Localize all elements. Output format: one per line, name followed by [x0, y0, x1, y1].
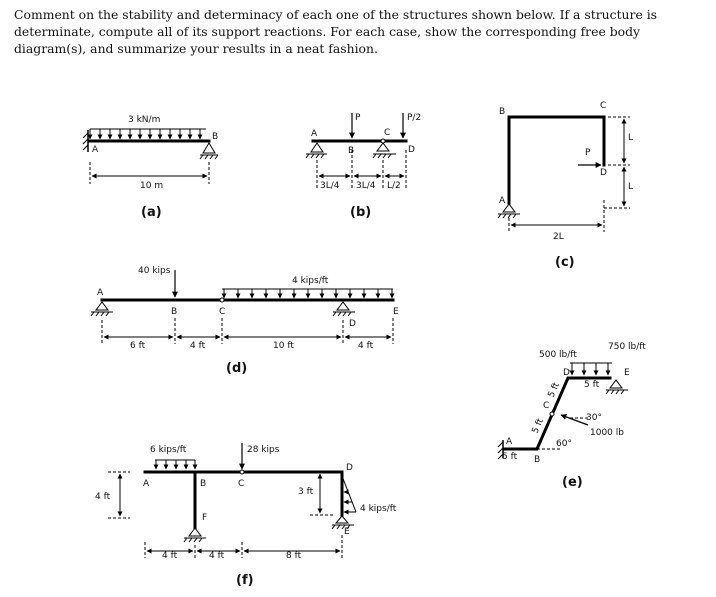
fig-d-node-C: C [219, 307, 225, 317]
fig-a-load-label: 3 kN/m [128, 115, 160, 125]
fig-b-dim2: 3L/4 [356, 181, 376, 191]
fig-b-pin-support-A [305, 142, 327, 159]
fig-d-distributed-load [221, 289, 395, 299]
fig-e-force-1000lb [560, 414, 589, 426]
fig-e-hinge-C [549, 411, 555, 417]
fig-d-dim4: 4 ft [358, 341, 374, 351]
fig-b-dim1: 3L/4 [320, 181, 340, 191]
figure-c: B C D A P 2L L L (c) [497, 101, 633, 270]
fig-f-side-load [341, 475, 357, 515]
problem-statement: Comment on the stability and determinacy… [14, 7, 658, 56]
fig-c-node-C: C [600, 101, 606, 111]
fig-e-dim-de: 5 ft [584, 380, 600, 390]
fig-c-node-A: A [499, 196, 506, 206]
fig-f-pin-support-F [183, 527, 206, 543]
fig-b-roller-support [372, 142, 396, 159]
fig-a-fixed-support-A [82, 130, 89, 152]
fig-f-side-load-label: 4 kips/ft [360, 504, 397, 514]
fig-c-load-P-label: P [585, 148, 591, 158]
fig-f-node-B: B [200, 479, 206, 489]
fig-e-roller-support-E [605, 379, 628, 395]
fig-b-node-C: C [384, 128, 390, 138]
fig-f-dim-v2: 3 ft [298, 487, 314, 497]
fig-b-caption: (b) [350, 205, 371, 220]
fig-d-pin-support-A [90, 301, 113, 317]
fig-e-node-A: A [506, 437, 513, 447]
fig-f-distributed-load [153, 460, 198, 470]
fig-d-node-B: B [171, 307, 177, 317]
fig-e-node-C: C [543, 401, 549, 411]
fig-e-node-B: B [534, 455, 540, 465]
fig-a-node-A: A [92, 145, 99, 155]
fig-b-node-A: A [311, 129, 318, 139]
fig-c-frame [507, 115, 606, 205]
fig-c-node-B: B [499, 107, 505, 117]
fig-e-load-left-label: 500 lb/ft [539, 350, 577, 360]
fig-e-distributed-load [569, 362, 612, 376]
fig-f-dist-load-label: 6 kips/ft [150, 445, 187, 455]
fig-a-node-B: B [212, 132, 218, 142]
fig-d-node-A: A [97, 288, 104, 298]
fig-f-dim3: 8 ft [286, 551, 302, 561]
fig-c-dim-h: 2L [553, 232, 564, 242]
fig-f-dim2: 4 ft [209, 551, 225, 561]
fig-b-load-P2-label: P/2 [407, 113, 421, 123]
fig-d-caption: (d) [226, 361, 247, 376]
fig-f-node-A: A [143, 479, 150, 489]
fig-d-dim3: 10 ft [273, 341, 294, 351]
fig-d-point-load-label: 40 kips [138, 266, 171, 276]
figure-d: 40 kips 4 kips/ft A B C D E [90, 266, 399, 376]
fig-d-hinge-C [219, 297, 225, 303]
fig-e-node-D: D [563, 368, 570, 378]
fig-a-distributed-load [87, 129, 203, 140]
fig-c-pin-support-A [497, 203, 520, 219]
fig-e-dim-ab: 5 ft [502, 452, 518, 462]
fig-d-node-D: D [349, 319, 356, 329]
fig-b-node-D: D [408, 145, 415, 155]
fig-d-dist-load-label: 4 kips/ft [292, 276, 329, 286]
figure-a: 3 kN/m A B 10 m (a) [82, 115, 219, 220]
fig-c-dim-v1: L [628, 133, 633, 143]
fig-f-hinge-C [239, 469, 245, 475]
fig-f-dim-v1: 4 ft [95, 492, 111, 502]
figure-b: P P/2 A C B D 3L/4 3L/4 L/2 (b) [305, 113, 421, 220]
fig-c-node-D: D [600, 168, 607, 178]
fig-b-node-B: B [348, 146, 354, 156]
fig-e-fixed-support-A [497, 440, 504, 460]
fig-e-load-right-label: 750 lb/ft [608, 342, 646, 352]
fig-f-node-C: C [238, 479, 244, 489]
fig-c-caption: (c) [555, 255, 575, 270]
fig-f-dim1: 4 ft [162, 551, 178, 561]
fig-f-node-D: D [346, 463, 353, 473]
fig-f-roller-support-E [331, 515, 354, 530]
fig-a-caption: (a) [141, 205, 162, 220]
fig-e-force-label: 1000 lb [590, 428, 624, 438]
fig-f-node-F: F [202, 513, 207, 523]
fig-f-point-load-label: 28 kips [247, 445, 280, 455]
fig-e-node-E: E [624, 368, 630, 378]
fig-e-angle2: 60° [556, 439, 572, 449]
fig-f-caption: (f) [236, 573, 254, 588]
figure-e: A B C D E 5 ft 5 ft 5 ft 5 ft 500 lb/ft … [497, 342, 646, 490]
fig-a-dim: 10 m [140, 181, 163, 191]
fig-d-dim2: 4 ft [190, 341, 206, 351]
fig-c-dim-v2: L [628, 182, 633, 192]
fig-e-angle1: 30° [586, 413, 602, 423]
fig-b-load-P-label: P [355, 113, 361, 123]
figure-f: 6 kips/ft 28 kips A B C D E F 4 kips/ft [95, 443, 397, 588]
fig-b-dim3: L/2 [387, 181, 401, 191]
fig-d-roller-support-D [332, 301, 355, 317]
fig-d-node-E: E [393, 307, 399, 317]
fig-f-node-E: E [344, 527, 350, 537]
fig-d-dim1: 6 ft [130, 341, 146, 351]
fig-a-pin-support-B [199, 142, 219, 160]
fig-e-caption: (e) [562, 475, 583, 490]
